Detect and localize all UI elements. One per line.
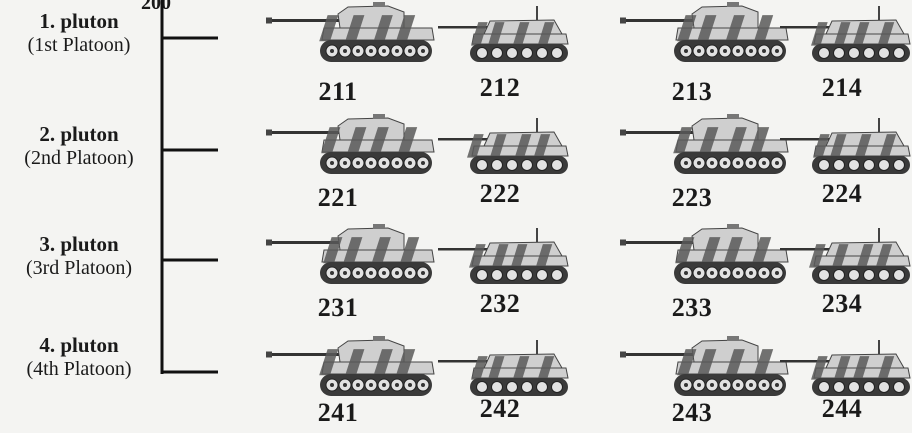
tank-number: 221 (288, 183, 388, 213)
tank-number: 242 (450, 394, 550, 424)
assault-gun-icon (778, 124, 912, 180)
tank-number: 211 (288, 77, 388, 107)
assault-gun-icon (778, 12, 912, 68)
platoon-label-3: 3. pluton(3rd Platoon) (0, 232, 160, 280)
tank-number: 212 (450, 73, 550, 103)
tank-number: 214 (792, 73, 892, 103)
tank-number: 222 (450, 179, 550, 209)
platoon-name-english: (4th Platoon) (0, 357, 160, 381)
assault-gun-icon (778, 234, 912, 290)
platoon-label-4: 4. pluton(4th Platoon) (0, 333, 160, 381)
platoon-label-1: 1. pluton(1st Platoon) (0, 9, 160, 57)
tank-number: 234 (792, 289, 892, 319)
platoon-label-2: 2. pluton(2nd Platoon) (0, 122, 160, 170)
heavy-tank-icon (266, 4, 438, 66)
platoon-name: 4. pluton (0, 333, 160, 357)
assault-gun-icon (436, 12, 570, 68)
tank-number: 224 (792, 179, 892, 209)
platoon-name-english: (3rd Platoon) (0, 256, 160, 280)
platoon-name-english: (2nd Platoon) (0, 146, 160, 170)
heavy-tank-icon (266, 116, 438, 178)
platoon-name: 1. pluton (0, 9, 160, 33)
tank-number: 241 (288, 398, 388, 428)
tank-number: 223 (642, 183, 742, 213)
tank-number: 244 (792, 394, 892, 424)
heavy-tank-icon (620, 226, 792, 288)
tank-number: 233 (642, 293, 742, 323)
heavy-tank-icon (620, 4, 792, 66)
heavy-tank-icon (620, 338, 792, 400)
tank-number: 232 (450, 289, 550, 319)
tank-number: 231 (288, 293, 388, 323)
assault-gun-icon (436, 234, 570, 290)
platoon-name: 3. pluton (0, 232, 160, 256)
platoon-name: 2. pluton (0, 122, 160, 146)
platoon-name-english: (1st Platoon) (0, 33, 160, 57)
heavy-tank-icon (266, 338, 438, 400)
assault-gun-icon (436, 124, 570, 180)
tank-number: 243 (642, 398, 742, 428)
heavy-tank-icon (266, 226, 438, 288)
tank-number: 213 (642, 77, 742, 107)
heavy-tank-icon (620, 116, 792, 178)
